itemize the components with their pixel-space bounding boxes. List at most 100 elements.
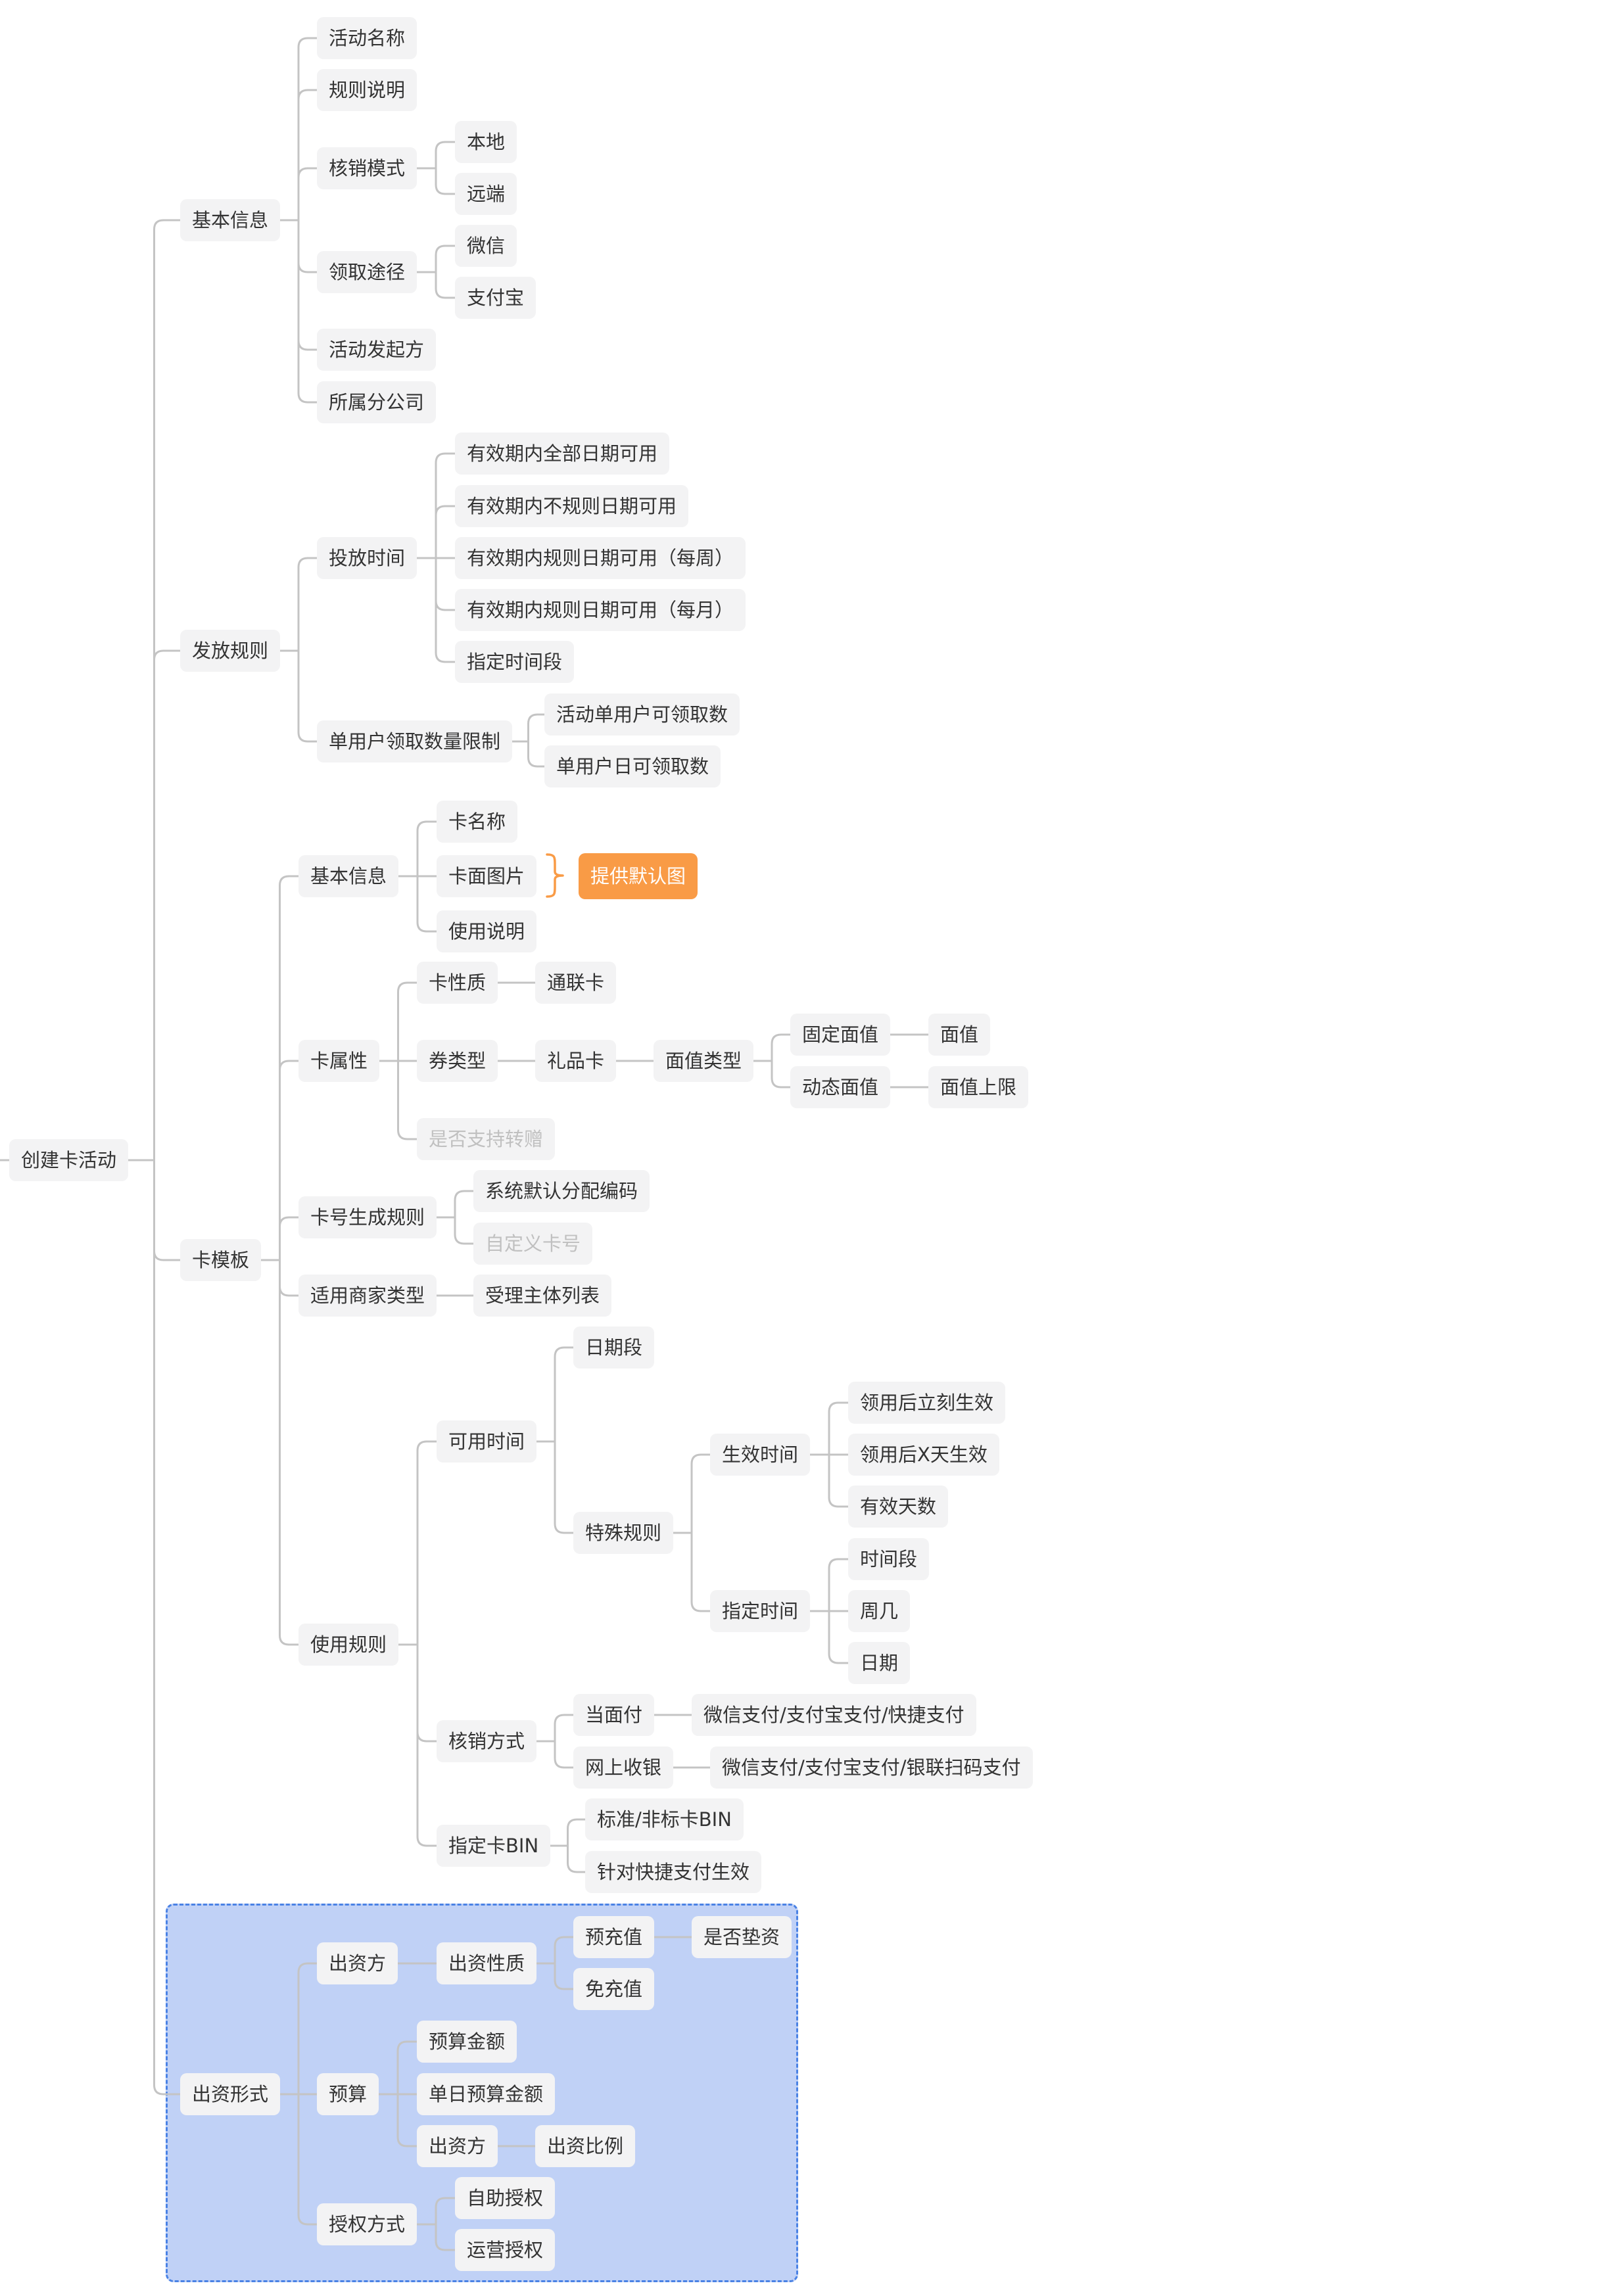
- node-weekday[interactable]: 周几: [848, 1590, 911, 1632]
- node-face-to-face-methods[interactable]: 微信支付/支付宝支付/快捷支付: [692, 1694, 976, 1736]
- node-basic-info[interactable]: 基本信息: [180, 199, 281, 241]
- connector-ef: [809, 1401, 849, 1508]
- node-issue-time[interactable]: 投放时间: [317, 537, 417, 579]
- node-gift-card[interactable]: 礼品卡: [535, 1040, 617, 1082]
- node-fixed-value[interactable]: 固定面值: [790, 1014, 891, 1056]
- node-card-bin[interactable]: 指定卡BIN: [437, 1825, 551, 1867]
- node-wechat[interactable]: 微信: [455, 225, 517, 267]
- node-card-template[interactable]: 卡模板: [180, 1239, 262, 1281]
- node-all-dates[interactable]: 有效期内全部日期可用: [455, 433, 670, 475]
- node-per-activity-limit[interactable]: 活动单用户可领取数: [544, 693, 740, 736]
- connector-ff1: [535, 1936, 575, 1990]
- node-no-prepay[interactable]: 免充值: [573, 1968, 655, 2010]
- node-max-value[interactable]: 面值上限: [928, 1066, 1029, 1108]
- node-special-rules[interactable]: 特殊规则: [573, 1512, 674, 1554]
- node-card-attributes[interactable]: 卡属性: [298, 1040, 380, 1082]
- node-writeoff-method[interactable]: 核销方式: [437, 1720, 537, 1762]
- connector-bi: [279, 37, 318, 404]
- connector-ir1: [416, 452, 456, 663]
- node-face-value[interactable]: 面值: [928, 1014, 991, 1056]
- connector-at: [535, 1346, 575, 1534]
- node-effective-immediate[interactable]: 领用后立刻生效: [848, 1382, 1006, 1424]
- node-per-day-limit[interactable]: 单用户日可领取数: [544, 745, 721, 787]
- node-branch[interactable]: 所属分公司: [317, 381, 437, 423]
- node-remote[interactable]: 远端: [455, 173, 517, 215]
- connector-ir: [279, 557, 318, 743]
- connector-ct: [260, 875, 300, 1646]
- node-funding-ratio[interactable]: 出资比例: [535, 2125, 636, 2167]
- node-period[interactable]: 指定时间段: [455, 641, 575, 683]
- node-time-range[interactable]: 时间段: [848, 1538, 930, 1580]
- node-default-image-badge[interactable]: 提供默认图: [579, 853, 698, 899]
- node-activity-name[interactable]: 活动名称: [317, 17, 417, 59]
- node-standard-bin[interactable]: 标准/非标卡BIN: [585, 1798, 744, 1840]
- node-effective-time[interactable]: 生效时间: [710, 1434, 811, 1476]
- node-claim-limit[interactable]: 单用户领取数量限制: [317, 720, 513, 762]
- node-funding-nature[interactable]: 出资性质: [437, 1942, 537, 1984]
- node-monthly-dates[interactable]: 有效期内规则日期可用（每月）: [455, 589, 746, 631]
- node-valid-days[interactable]: 有效天数: [848, 1486, 949, 1528]
- node-initiator[interactable]: 活动发起方: [317, 329, 437, 371]
- node-card-usage[interactable]: 使用说明: [437, 910, 537, 952]
- node-online-cashier[interactable]: 网上收银: [573, 1746, 674, 1789]
- node-online-methods[interactable]: 微信支付/支付宝支付/银联扫码支付: [710, 1746, 1033, 1789]
- connector-bg: [377, 2040, 418, 2147]
- node-specified-time[interactable]: 指定时间: [710, 1590, 811, 1632]
- node-effective-after-x-days[interactable]: 领用后X天生效: [848, 1434, 999, 1476]
- node-advance-funding[interactable]: 是否垫资: [692, 1916, 792, 1958]
- connector-sr: [672, 1453, 711, 1612]
- node-face-to-face-pay[interactable]: 当面付: [573, 1694, 655, 1736]
- node-ops-auth[interactable]: 运营授权: [455, 2229, 556, 2271]
- node-value-type[interactable]: 面值类型: [654, 1040, 754, 1082]
- node-card-name[interactable]: 卡名称: [437, 801, 518, 843]
- node-daily-budget[interactable]: 单日预算金额: [417, 2073, 556, 2115]
- connector-au: [416, 2197, 456, 2251]
- node-self-auth[interactable]: 自助授权: [455, 2177, 556, 2219]
- node-auth-method[interactable]: 授权方式: [317, 2203, 417, 2245]
- node-card-nature[interactable]: 卡性质: [417, 962, 498, 1004]
- node-budget-funder[interactable]: 出资方: [417, 2125, 498, 2167]
- node-budget[interactable]: 预算: [317, 2073, 379, 2115]
- node-alipay[interactable]: 支付宝: [455, 277, 536, 319]
- node-card-image[interactable]: 卡面图片: [437, 855, 537, 897]
- node-merchant-type[interactable]: 适用商家类型: [298, 1275, 437, 1317]
- node-prepaid[interactable]: 预充值: [573, 1916, 655, 1958]
- node-quick-pay-bin[interactable]: 针对快捷支付生效: [585, 1851, 762, 1893]
- connector-bn: [549, 1818, 586, 1873]
- node-dynamic-value[interactable]: 动态面值: [790, 1066, 891, 1108]
- node-custom-card-number[interactable]: 自定义卡号: [473, 1223, 593, 1265]
- node-issue-rules[interactable]: 发放规则: [180, 630, 281, 672]
- node-funder[interactable]: 出资方: [317, 1942, 398, 1984]
- node-card-basic-info[interactable]: 基本信息: [298, 855, 399, 897]
- connector-ur: [397, 1440, 438, 1847]
- node-transfer-support[interactable]: 是否支持转赠: [417, 1118, 556, 1160]
- node-date[interactable]: 日期: [848, 1642, 911, 1684]
- connector-cb: [397, 820, 438, 933]
- connector-cn: [435, 1190, 475, 1245]
- node-unionpay-card[interactable]: 通联卡: [535, 962, 617, 1004]
- node-coupon-type[interactable]: 券类型: [417, 1040, 498, 1082]
- connector-fd: [279, 1962, 318, 2226]
- connector-bi4: [416, 245, 456, 299]
- node-funding-form[interactable]: 出资形式: [180, 2073, 281, 2115]
- node-usage-rules[interactable]: 使用规则: [298, 1624, 399, 1666]
- node-writeoff-mode[interactable]: 核销模式: [317, 147, 417, 189]
- node-irregular-dates[interactable]: 有效期内不规则日期可用: [455, 485, 689, 527]
- connector-root: [127, 219, 181, 2096]
- node-system-default-code[interactable]: 系统默认分配编码: [473, 1170, 650, 1212]
- root-node[interactable]: 创建卡活动: [9, 1139, 129, 1181]
- node-date-range[interactable]: 日期段: [573, 1326, 655, 1369]
- node-rules-desc[interactable]: 规则说明: [317, 69, 417, 111]
- node-weekly-dates[interactable]: 有效期内规则日期可用（每周）: [455, 537, 746, 579]
- brace-icon: [546, 853, 564, 898]
- node-budget-amount[interactable]: 预算金额: [417, 2021, 517, 2063]
- node-local[interactable]: 本地: [455, 121, 517, 163]
- connector-sp: [809, 1558, 849, 1664]
- node-card-number-rule[interactable]: 卡号生成规则: [298, 1196, 437, 1238]
- node-channel[interactable]: 领取途径: [317, 251, 417, 293]
- node-merchant-list[interactable]: 受理主体列表: [473, 1275, 612, 1317]
- node-available-time[interactable]: 可用时间: [437, 1420, 537, 1463]
- connector-wo: [535, 1714, 575, 1769]
